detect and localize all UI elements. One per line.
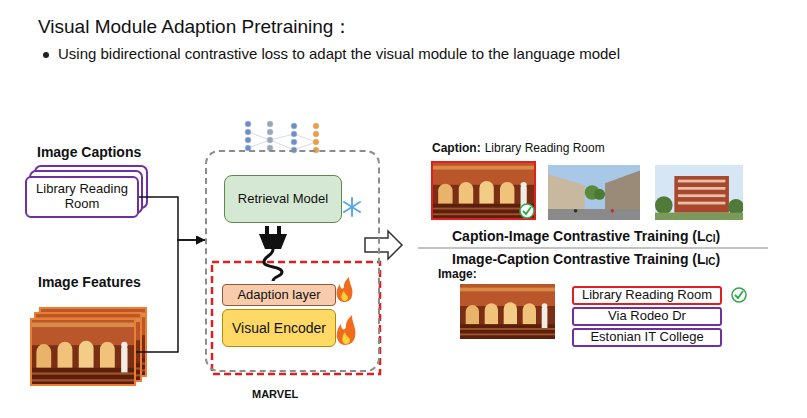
- box-label: Retrieval Model: [234, 192, 332, 207]
- check-icon: [732, 288, 746, 302]
- neural-net-icon: [245, 137, 251, 143]
- neural-net-icon: [267, 129, 273, 135]
- plug-icon: [264, 249, 282, 281]
- neural-net-icon: [294, 134, 316, 142]
- loss-heading: Caption-Image Contrastive Training (L: [452, 228, 706, 244]
- neural-net-icon: [313, 139, 319, 145]
- neural-net-icon: [267, 121, 273, 127]
- candidate-images: [655, 165, 744, 220]
- fire-icon: [337, 277, 353, 302]
- neural-net-icon: [294, 142, 316, 150]
- visual-encoder-box: Visual Encoder: [222, 309, 336, 347]
- plug-icon: [277, 226, 281, 235]
- neural-net-icon: [313, 123, 319, 129]
- neural-net-icon: [248, 140, 270, 148]
- fire-icon: [341, 291, 348, 301]
- adaption-layer-box: Adaption layer: [222, 284, 336, 306]
- plug-icon: [259, 234, 287, 249]
- retrieval-model-box: Retrieval Model: [224, 175, 342, 223]
- candidate-images: [432, 162, 744, 220]
- caption-box: Image CaptionsLibrary Reading Room: [25, 176, 139, 218]
- bullet-dot: [43, 52, 49, 58]
- caption-option: Estonian IT College: [572, 328, 722, 347]
- loss-heading: ): [716, 228, 721, 244]
- image-stack: Image Features: [30, 318, 136, 386]
- neural-net-icon: [248, 132, 270, 140]
- model-container: MARVELRetrieval ModelAdaption layerVisua…: [205, 150, 380, 372]
- input-heading: Image Features: [38, 274, 141, 290]
- separator-line: [418, 247, 768, 248]
- check-icon: [523, 207, 531, 214]
- image-stack-pictures: [30, 318, 136, 386]
- option-text: Estonian IT College: [586, 330, 707, 345]
- check-icon: [520, 204, 534, 218]
- fire-icon: [337, 315, 356, 345]
- loss-subscript: CI: [706, 233, 716, 245]
- plug-icon: [259, 226, 287, 281]
- query-image: [460, 284, 555, 339]
- neural-net-icon: [245, 121, 251, 127]
- check-icon: [732, 288, 746, 302]
- option-text: Via Rodeo Dr: [604, 309, 690, 324]
- check-icon: [520, 204, 534, 218]
- input-connector: [139, 197, 205, 240]
- neural-net-icon: [291, 139, 297, 145]
- option-text: Library Reading Room: [578, 288, 716, 303]
- model-name: MARVEL: [252, 388, 298, 401]
- box-label: Adaption layer: [233, 288, 324, 303]
- neural-net-icon: [313, 131, 319, 137]
- neural-net-icon: [270, 140, 294, 150]
- snowflake-icon: [344, 202, 360, 212]
- fire-icon: [342, 332, 350, 344]
- caption-option: Via Rodeo Dr: [572, 307, 722, 326]
- snowflake-icon: [344, 202, 360, 212]
- bullet-text: Using bidirectional contrastive loss to …: [58, 45, 620, 62]
- image-stack-pictures: [30, 308, 146, 386]
- snowflake-icon: [344, 198, 360, 216]
- neural-net-icon: [245, 129, 251, 135]
- check-icon: [735, 291, 743, 298]
- candidate-images: [548, 165, 640, 220]
- input-heading: Image Captions: [37, 144, 141, 160]
- neural-net-icon: [291, 123, 297, 129]
- neural-net-icon: [245, 121, 319, 153]
- caption-option: Library Reading Room: [572, 286, 722, 305]
- neural-net-icon: [291, 131, 297, 137]
- fire-icon: [337, 277, 356, 345]
- caption-value: Library Reading Room: [485, 142, 605, 156]
- caption-key: Caption:: [432, 142, 481, 156]
- loss-heading: ): [716, 251, 721, 267]
- candidate-images: [432, 162, 535, 219]
- candidate-images: [432, 162, 535, 219]
- loss-heading: Image-Caption Contrastive Training (L: [452, 251, 706, 267]
- trainable-region: [212, 262, 380, 374]
- neural-net-icon: [267, 137, 273, 143]
- slide-title: Visual Module Adaption Pretraining：: [38, 16, 352, 38]
- loss-subscript: IC: [706, 256, 716, 268]
- neural-net-icon: [270, 134, 294, 140]
- box-label: Visual Encoder: [228, 320, 330, 336]
- caption-text: Library Reading Room: [27, 182, 137, 212]
- image-key: Image:: [438, 268, 477, 282]
- plug-icon: [265, 226, 269, 235]
- input-connector: [136, 240, 205, 352]
- implies-arrow: [365, 231, 402, 259]
